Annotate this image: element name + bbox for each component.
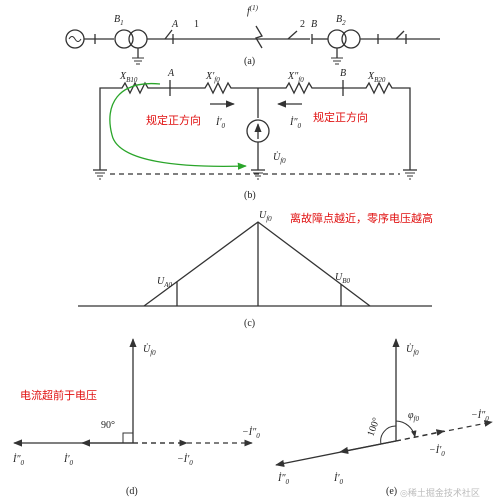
label-xf0-prime: X′f0 [205,71,220,84]
label-b1: B1 [114,14,124,27]
phasor-neg-i0-prime-e [395,429,445,442]
annotation-voltage-note: 离故障点越近，零序电压越高 [290,211,433,225]
annotation-left-direction: 规定正方向 [146,113,201,127]
watermark: ◎稀土掘金技术社区 [400,487,480,499]
panel-d: U̇f0 90° −İ″0 İ″0 İ′0 −İ′0 电流超前于电压 (d) [12,338,260,497]
panel-c: Uf0 UA0 UB0 离故障点越近，零序电压越高 (c) [78,210,433,329]
label-i0-prime-e: İ′0 [333,472,344,486]
label-xb20: XB20 [367,71,386,84]
label-neg-i0-dprime-d: −İ″0 [242,426,260,440]
label-i0-prime: İ′0 [215,116,226,130]
ground-center-icon [251,169,265,180]
label-angle-100: 100° [366,416,383,438]
label-fault: f(1) [247,4,259,17]
phasor-i0-prime-e [339,440,397,454]
label-neg-i0-dprime-e: −İ″0 [471,409,489,423]
label-i0-dprime-e: İ″0 [277,472,290,486]
label-xb10: XB10 [119,71,138,84]
panel-a: B1 A 1 f(1) 2 B B2 (a) [65,4,440,67]
label-uf0-d: U̇f0 [143,343,156,357]
angle-arc-100 [380,425,397,445]
label-ub0: UB0 [335,272,351,285]
label-ua0: UA0 [157,276,173,289]
caption-c: (c) [244,318,255,329]
annotation-right-direction: 规定正方向 [313,110,368,124]
generator-icon [65,29,85,49]
transformer-b1-icon [114,29,148,65]
caption-d: (d) [126,486,138,497]
label-a: A [171,19,179,30]
label-i0-dprime: İ″0 [289,116,302,130]
transformer-b2-icon [327,29,361,65]
right-angle-mark [122,432,133,443]
annotation-current-leads: 电流超前于电压 [20,388,97,402]
label-i0-prime-d: İ′0 [63,453,74,467]
caption-b: (b) [244,190,256,201]
fault-symbol-icon [255,25,263,49]
panel-e: U̇f0 100° φf0 −İ″0 −İ′0 İ″0 İ′0 (e) [275,338,493,497]
green-annotation-arrow [109,82,247,170]
label-1: 1 [194,19,199,30]
caption-a: (a) [244,56,255,67]
label-neg-i0-prime-d: −İ′0 [177,453,193,467]
breaker-a-icon [164,29,173,40]
label-angle-90: 90° [101,420,115,431]
c-voltage-profile [143,221,371,307]
label-uf0-peak: Uf0 [259,210,272,223]
label-xf0-dprime: X″f0 [287,71,304,84]
label-i0-dprime-d: İ″0 [12,453,25,467]
panel-b: XB10 A X′f0 X″f0 B XB20 İ′0 İ″0 U̇f0 规定正… [93,68,417,201]
label-b-node: B [340,68,346,79]
label-2: 2 [300,19,305,30]
caption-e: (e) [386,486,397,497]
ground-left-icon [93,169,107,180]
label-b2: B2 [336,14,346,27]
angle-arc-phi [395,420,417,438]
label-a-node: A [167,68,175,79]
voltage-source-icon [246,119,270,143]
ground-right-icon [403,169,417,180]
label-uf0: U̇f0 [273,151,286,165]
label-b: B [311,19,317,30]
label-phi-f0: φf0 [408,410,419,423]
label-uf0-e: U̇f0 [406,343,419,357]
label-neg-i0-prime-e: −İ′0 [429,444,445,458]
